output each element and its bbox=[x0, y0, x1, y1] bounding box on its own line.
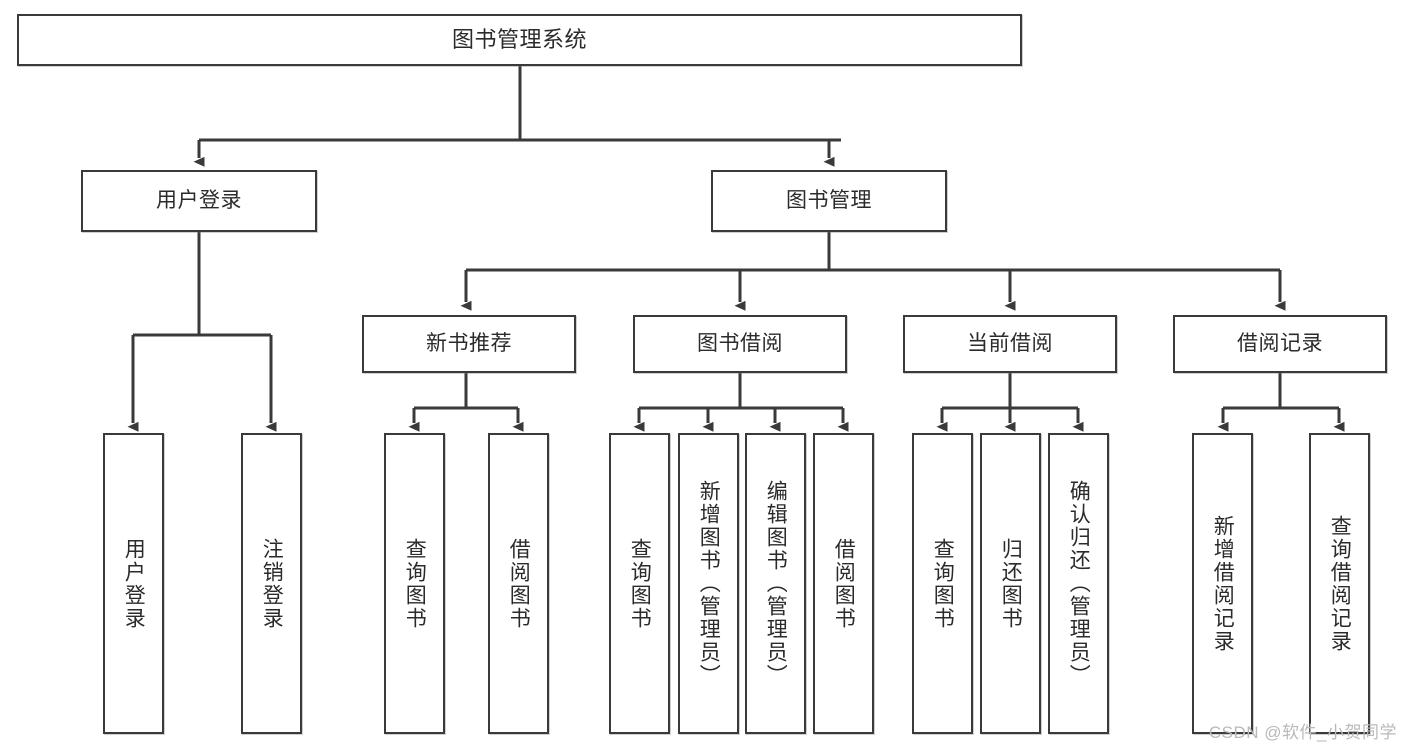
node-book-manage-label: 图书管理 bbox=[786, 189, 872, 213]
node-root[interactable]: 图书管理系统 bbox=[17, 14, 1022, 66]
leaf-confirm-return-label: 确认归还（管理员） bbox=[1067, 480, 1091, 687]
leaf-edit-book-label: 编辑图书（管理员） bbox=[764, 480, 788, 687]
leaf-borrow-book-1-label: 借阅图书 bbox=[507, 537, 531, 630]
leaf-add-record-label: 新增借阅记录 bbox=[1211, 514, 1235, 653]
leaf-user-login[interactable]: 用户登录 bbox=[103, 433, 164, 734]
leaf-query-book-1-label: 查询图书 bbox=[403, 537, 427, 630]
node-book-borrow-label: 图书借阅 bbox=[697, 332, 783, 356]
leaf-edit-book[interactable]: 编辑图书（管理员） bbox=[745, 433, 806, 734]
leaf-add-book-label: 新增图书（管理员） bbox=[697, 480, 721, 687]
leaf-borrow-book-2[interactable]: 借阅图书 bbox=[813, 433, 874, 734]
leaf-user-login-label: 用户登录 bbox=[122, 537, 146, 630]
node-current-borrow[interactable]: 当前借阅 bbox=[903, 315, 1117, 373]
leaf-query-record-label: 查询借阅记录 bbox=[1328, 514, 1352, 653]
node-book-borrow[interactable]: 图书借阅 bbox=[633, 315, 847, 373]
leaf-confirm-return[interactable]: 确认归还（管理员） bbox=[1048, 433, 1109, 734]
watermark: CSDN @软件_小贺同学 bbox=[1208, 723, 1397, 742]
node-user-login[interactable]: 用户登录 bbox=[81, 170, 317, 232]
leaf-return-book[interactable]: 归还图书 bbox=[980, 433, 1041, 734]
leaf-query-book-3[interactable]: 查询图书 bbox=[912, 433, 973, 734]
node-root-label: 图书管理系统 bbox=[451, 26, 587, 52]
leaf-query-book-1[interactable]: 查询图书 bbox=[384, 433, 445, 734]
leaf-logout-label: 注销登录 bbox=[260, 537, 284, 630]
leaf-return-book-label: 归还图书 bbox=[999, 537, 1023, 630]
leaf-borrow-book-1[interactable]: 借阅图书 bbox=[488, 433, 549, 734]
leaf-add-record[interactable]: 新增借阅记录 bbox=[1192, 433, 1253, 734]
leaf-query-book-2-label: 查询图书 bbox=[628, 537, 652, 630]
leaf-borrow-book-2-label: 借阅图书 bbox=[832, 537, 856, 630]
node-user-login-label: 用户登录 bbox=[156, 189, 242, 213]
node-borrow-record[interactable]: 借阅记录 bbox=[1173, 315, 1387, 373]
node-new-book-recommend-label: 新书推荐 bbox=[426, 332, 512, 356]
leaf-query-record[interactable]: 查询借阅记录 bbox=[1309, 433, 1370, 734]
node-book-manage[interactable]: 图书管理 bbox=[711, 170, 947, 232]
leaf-logout[interactable]: 注销登录 bbox=[241, 433, 302, 734]
node-borrow-record-label: 借阅记录 bbox=[1237, 332, 1323, 356]
node-current-borrow-label: 当前借阅 bbox=[967, 332, 1053, 356]
leaf-query-book-3-label: 查询图书 bbox=[931, 537, 955, 630]
leaf-query-book-2[interactable]: 查询图书 bbox=[609, 433, 670, 734]
leaf-add-book[interactable]: 新增图书（管理员） bbox=[678, 433, 739, 734]
node-new-book-recommend[interactable]: 新书推荐 bbox=[362, 315, 576, 373]
